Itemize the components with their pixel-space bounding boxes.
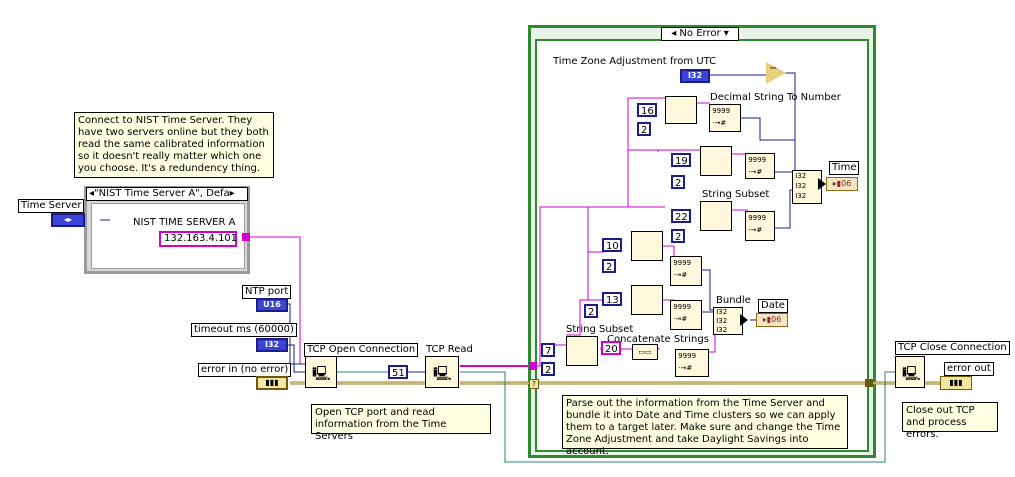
- case-dropdown-icon[interactable]: ▾: [723, 28, 729, 39]
- decimal-node-6[interactable]: 9999 ·→#: [675, 349, 709, 377]
- tcp-close-node[interactable]: 🖳: [895, 356, 925, 388]
- tcp-close-icon: 🖳: [902, 366, 921, 382]
- error-case-tunnel: ?: [529, 379, 539, 389]
- error-in-label: error in (no error): [198, 363, 292, 377]
- constant-16[interactable]: 16: [637, 103, 657, 117]
- bundle-label: Bundle: [716, 295, 751, 306]
- subtract-icon[interactable]: [766, 62, 786, 84]
- string-subset-node-5[interactable]: [631, 285, 663, 315]
- server-case-value-label: NIST TIME SERVER A: [133, 217, 236, 228]
- time-server-label: Time Server: [18, 199, 85, 213]
- constant-2c[interactable]: 2: [671, 229, 685, 243]
- error-in-control[interactable]: ▮▮▮: [256, 376, 288, 390]
- case-tunnel: [242, 233, 250, 241]
- decimal-label: Decimal String To Number: [710, 92, 841, 103]
- error-out-label: error out: [944, 362, 994, 376]
- constant-2f[interactable]: 2: [541, 362, 555, 376]
- constant-7[interactable]: 7: [541, 343, 555, 357]
- tcp-close-label: TCP Close Connection: [895, 341, 1010, 355]
- constant-22[interactable]: 22: [671, 209, 691, 223]
- note-open-read: Open TCP port and read information from …: [311, 404, 491, 442]
- timeout-control[interactable]: I32: [256, 338, 288, 352]
- tz-label: Time Zone Adjustment from UTC: [553, 56, 717, 67]
- note-close-text: Close out TCP and process errors.: [906, 405, 975, 440]
- case-prev-icon[interactable]: ◂: [89, 188, 95, 199]
- decimal-node-3[interactable]: 9999 ·→#: [745, 211, 775, 241]
- case-input-tunnel: [529, 362, 537, 370]
- case-selector-label: No Error: [679, 28, 721, 39]
- ring-arrows-icon: ◂▸: [63, 215, 73, 224]
- string-subset-label-2: String Subset: [702, 189, 770, 200]
- case-selector-no-error[interactable]: ◂ No Error ▾: [661, 27, 739, 41]
- note-connect-text: Connect to NIST Time Server. They have t…: [78, 115, 269, 174]
- subtract-minus: −: [769, 63, 778, 74]
- note-parse-text: Parse out the information from the Time …: [566, 398, 841, 457]
- ntp-port-control[interactable]: U16: [256, 298, 288, 312]
- string-subset-node-4[interactable]: [631, 231, 663, 261]
- error-out-tunnel: [865, 379, 873, 387]
- constant-13[interactable]: 13: [602, 292, 622, 306]
- note-connect: Connect to NIST Time Server. They have t…: [74, 112, 274, 178]
- tcp-open-icon: 🖳: [312, 366, 331, 382]
- concat-label: Concatenate Strings: [607, 334, 709, 345]
- time-label: Time: [829, 161, 860, 175]
- constant-10[interactable]: 10: [602, 238, 622, 252]
- tcp-open-node[interactable]: 🖳: [305, 356, 337, 388]
- constant-2a[interactable]: 2: [637, 122, 651, 136]
- bundle-date-arrow-icon: [740, 314, 748, 326]
- decimal-node[interactable]: 9999 ·→#: [709, 104, 741, 132]
- note-close: Close out TCP and process errors.: [902, 402, 998, 440]
- date-label: Date: [758, 299, 788, 313]
- constant-2b[interactable]: 2: [671, 175, 685, 189]
- constant-2d[interactable]: 2: [602, 259, 616, 273]
- string-subset-node-1[interactable]: [665, 96, 697, 124]
- string-subset-node-main[interactable]: [566, 336, 598, 366]
- string-subset-node-3[interactable]: [700, 201, 732, 231]
- decimal-node-4[interactable]: 9999 ·→#: [670, 256, 702, 286]
- server-case-selector[interactable]: ◂"NIST Time Server A", Defa▸: [86, 187, 248, 201]
- concat-node[interactable]: ▭▭: [632, 344, 658, 360]
- case-dropdown-icon[interactable]: ▸: [229, 188, 235, 199]
- tcp-open-label: TCP Open Connection: [304, 343, 419, 357]
- error-out-indicator[interactable]: ▮▮▮: [940, 376, 972, 390]
- string-subset-label-1: String Subset: [566, 324, 634, 335]
- tcp-read-label: TCP Read: [426, 344, 473, 355]
- bundle-date-node[interactable]: I32 I32 I32: [713, 307, 743, 335]
- tcp-read-node[interactable]: 🖳: [425, 356, 459, 388]
- constant-19[interactable]: 19: [671, 153, 691, 167]
- ntp-port-label: NTP port: [242, 285, 292, 299]
- server-address-constant[interactable]: 132.163.4.101: [159, 231, 237, 247]
- bundle-time-node[interactable]: I32 I32 I32: [792, 170, 822, 204]
- case-prev-icon[interactable]: ◂: [671, 28, 677, 39]
- string-subset-node-2[interactable]: [700, 146, 732, 176]
- bundle-arrow-icon: [818, 178, 826, 190]
- constant-20[interactable]: 20: [601, 341, 621, 355]
- constant-2e[interactable]: 2: [584, 304, 598, 318]
- time-indicator[interactable]: ▸▮06: [826, 177, 858, 191]
- note-open-read-text: Open TCP port and read information from …: [315, 407, 447, 442]
- read-bytes-constant[interactable]: 51: [388, 365, 408, 379]
- tz-control[interactable]: I32: [680, 69, 710, 83]
- server-case-selector-label: "NIST Time Server A", Defa: [94, 188, 230, 199]
- timeout-label: timeout ms (60000): [191, 323, 297, 337]
- decimal-node-2[interactable]: 9999 ·→#: [745, 153, 775, 179]
- time-server-control[interactable]: ◂▸: [51, 213, 85, 227]
- note-parse: Parse out the information from the Time …: [562, 395, 848, 457]
- date-indicator[interactable]: ▸▮06: [756, 313, 788, 327]
- tcp-read-icon: 🖳: [433, 366, 452, 382]
- decimal-node-5[interactable]: 9999 ·→#: [670, 300, 702, 330]
